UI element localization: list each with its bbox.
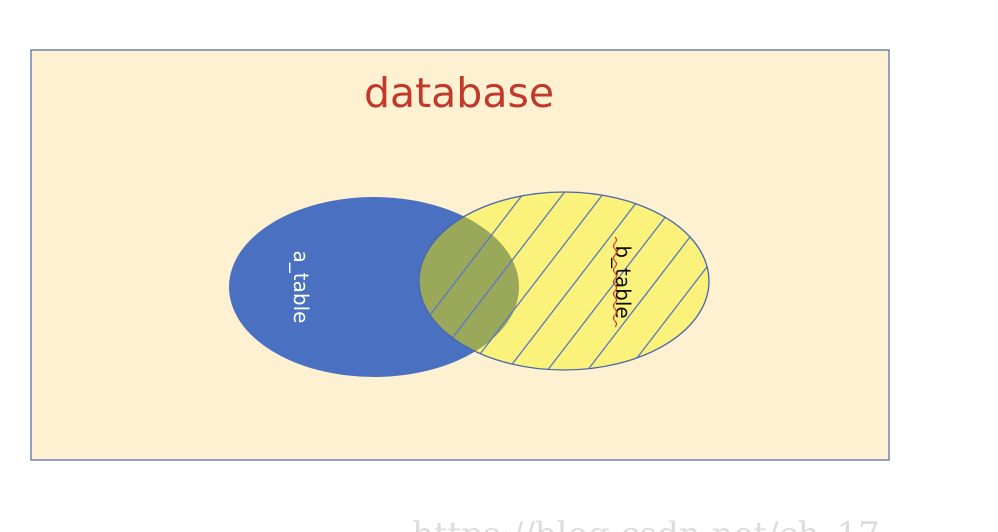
set-b-outline — [418, 191, 710, 371]
hatch-line — [499, 192, 651, 370]
spellcheck-squiggle — [612, 236, 618, 328]
watermark: https://blog.csdn.net/ch_17 — [412, 515, 880, 532]
hatch-line — [419, 192, 531, 370]
set-a-label: a_table — [289, 251, 313, 324]
diagram-title: database — [364, 69, 554, 117]
set-b-label: b_table — [611, 245, 635, 318]
hatch-line — [619, 192, 709, 370]
hatch-line — [459, 192, 611, 370]
intersection-region — [419, 197, 519, 370]
